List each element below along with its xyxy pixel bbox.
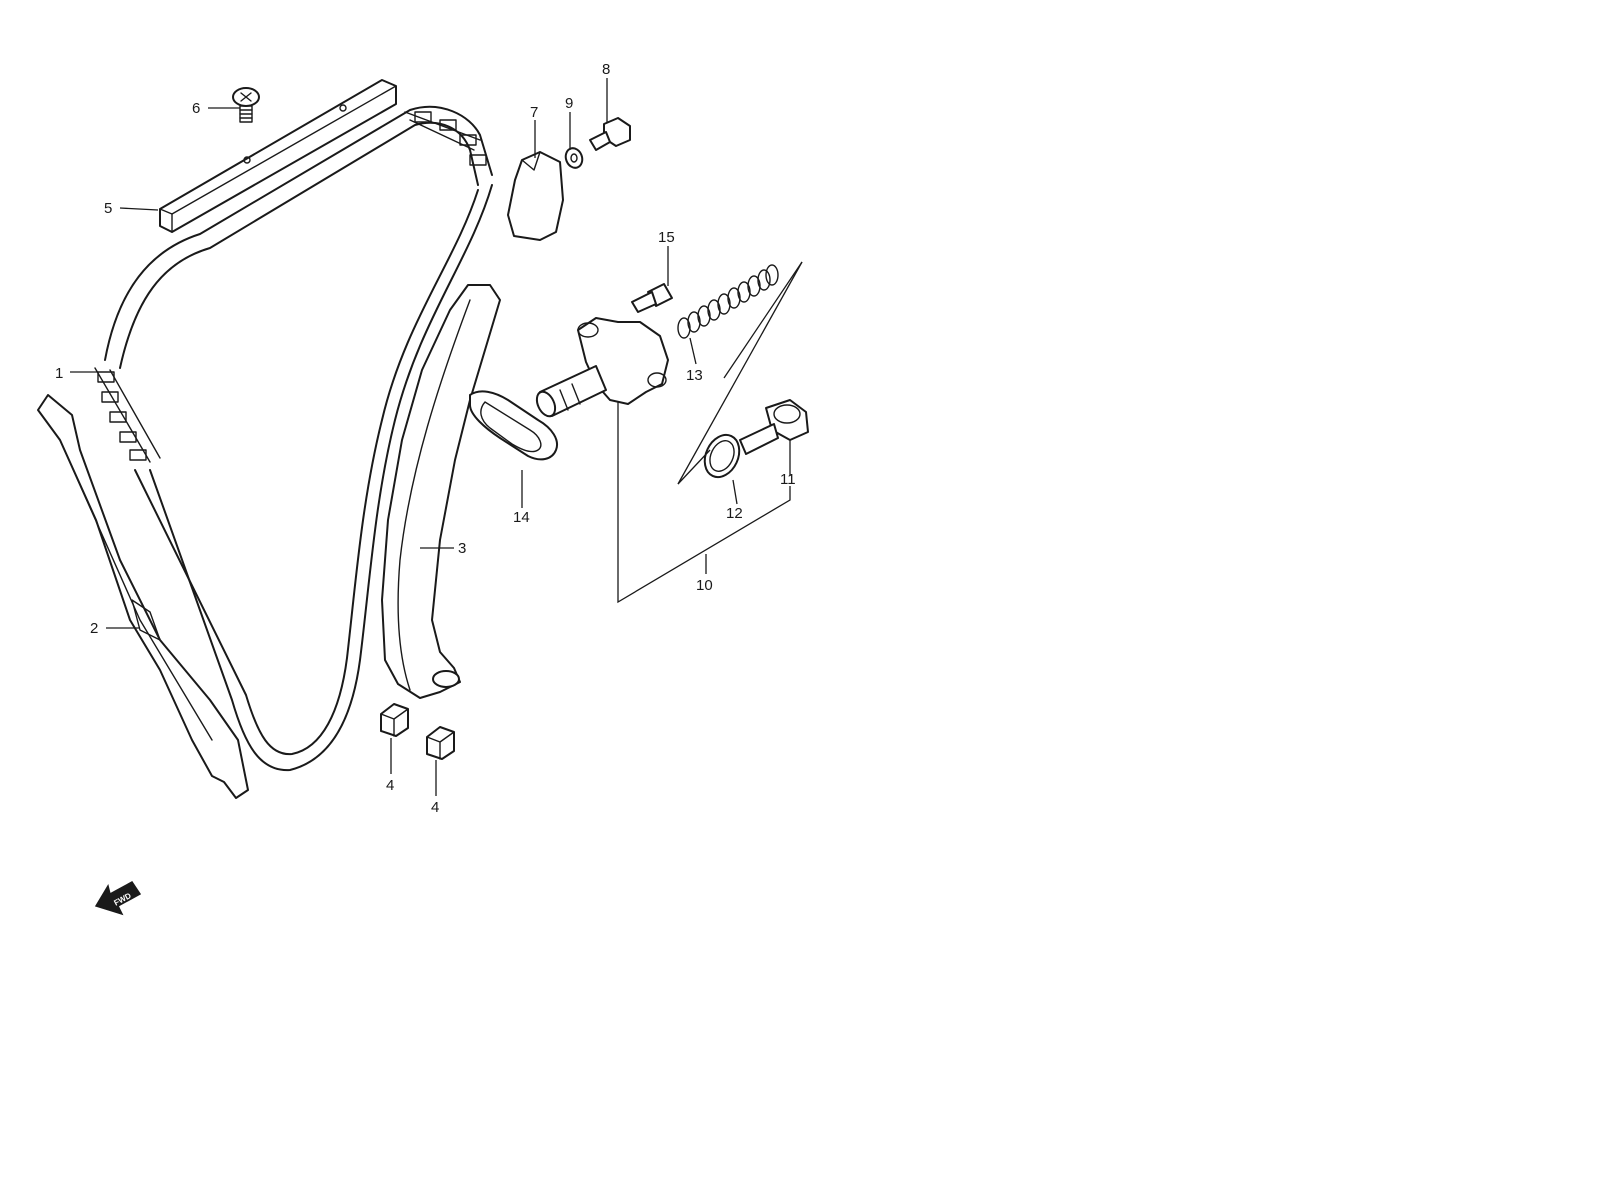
cam-chain [94,105,493,772]
callout-15: 15 [658,229,675,246]
forward-arrow-icon: FWD [94,881,142,916]
assembly-bracket-lines [617,261,803,604]
screw-part-6 [232,87,260,123]
callout-8: 8 [602,61,610,78]
callout-labels: 1 2 3 4 4 5 6 7 8 9 10 11 12 13 14 15 [55,61,796,816]
leader-lines [70,78,791,796]
callout-2: 2 [90,620,98,637]
callout-5: 5 [104,200,112,217]
chain-block [426,726,455,760]
callout-9: 9 [565,95,573,112]
callout-4: 4 [386,777,394,794]
bolt-part-8 [589,117,631,151]
callout-12: 12 [726,505,743,522]
bolt-part-15 [631,283,673,313]
cap-bolt-part-11 [739,399,809,455]
chain-tensioner-body [535,317,669,418]
callout-10: 10 [696,577,713,594]
callout-4: 4 [431,799,439,816]
callout-7: 7 [530,104,538,121]
callout-11: 11 [780,471,796,488]
spring-part-13 [677,264,779,339]
gasket-part-14 [469,390,558,461]
chain-guide-rear [381,284,501,699]
chain-guide-upper [159,79,397,233]
callout-13: 13 [686,367,703,384]
cushion-part-7 [507,151,564,241]
washer-part-9 [564,147,584,169]
callout-6: 6 [192,100,200,117]
o-ring-part-12 [703,433,741,479]
chain-guide-front [37,394,249,799]
callout-1: 1 [55,365,63,382]
callout-3: 3 [458,540,466,557]
callout-14: 14 [513,509,530,526]
chain-block [380,703,409,737]
